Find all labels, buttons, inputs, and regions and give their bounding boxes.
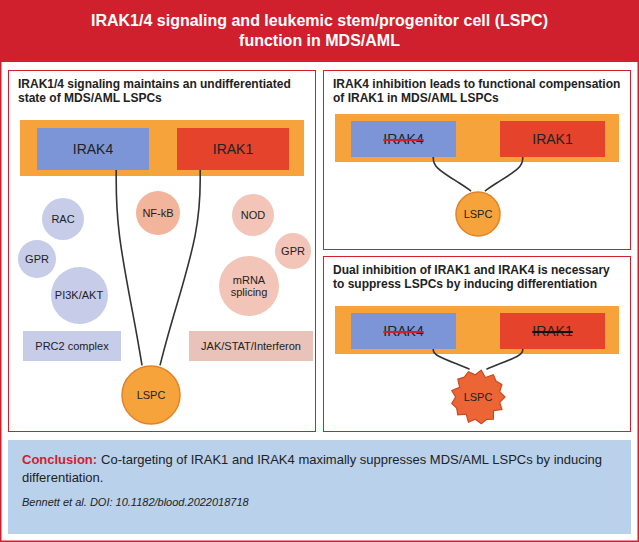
node-label: JAK/STAT/Interferon [201,340,301,352]
pathway-circle: mRNA splicing [218,255,280,317]
panel-heading: IRAK4 inhibition leads to functional com… [324,71,630,105]
cell-circle: LSPC [455,191,501,237]
citation: Bennett et al. DOI: 10.1182/blood.202201… [22,494,617,511]
node-label: LSPC [464,208,493,220]
kinase-box: IRAK4 [351,121,456,157]
membrane-bar [20,120,304,176]
circle-fill [275,233,311,269]
circle-fill [456,192,500,236]
cell-circle: LSPC [121,365,181,425]
pathway-circle: GPR [17,239,57,279]
kinase-box: IRAK1 [500,313,605,349]
pathway-circle: GPR [274,232,312,270]
circle-fill [232,194,274,236]
node-label: IRAK4 [73,141,113,157]
node-label: IRAK1 [532,323,572,339]
signal-connector [485,157,523,191]
differentiating-cell: LSPC [450,369,506,425]
circle-fill [51,267,108,324]
pathway-circle: NOD [231,193,275,237]
panel-heading: Dual inhibition of IRAK1 and IRAK4 is ne… [324,257,630,291]
conclusion-label: Conclusion: [22,452,97,467]
title-area: IRAK1/4 signaling and leukemic stem/prog… [0,0,639,62]
panel-heading: IRAK1/4 signaling maintains an undiffere… [9,71,315,105]
node-label: IRAK4 [383,131,423,147]
node-label: mRNA splicing [223,274,275,298]
circle-fill [122,366,180,424]
kinase-box: IRAK4 [351,313,456,349]
signal-connector [486,349,522,369]
node-label: GPR [25,253,49,265]
conclusion-text: Co-targeting of IRAK1 and IRAK4 maximall… [22,452,602,485]
node-label: RAC [51,213,74,225]
node-label: LSPC [464,391,493,403]
pathway-box: PRC2 complex [23,331,121,361]
pathway-box: JAK/STAT/Interferon [189,331,313,361]
membrane-bar [335,114,619,162]
circle-fill [219,256,279,316]
signal-connector [433,157,471,191]
pathway-circle: PI3K/AKT [50,266,109,325]
node-label: GPR [281,245,305,257]
summary-panel: IRAK4 IRAK1RAC NF-kB NOD GPR GPR PI3K/AKT mRNA … [8,70,316,432]
circle-fill [42,198,84,240]
node-label: PI3K/AKT [55,289,103,301]
title-bar [0,0,639,62]
node-label: NOD [241,209,265,221]
node-label: LSPC [137,389,166,401]
node-label: IRAK1 [213,141,253,157]
kinase-box: IRAK1 [500,121,605,157]
signal-connector [433,349,469,369]
node-label: PRC2 complex [35,340,108,352]
kinase-box: IRAK4 [37,128,149,170]
kinase-box: IRAK1 [177,128,289,170]
node-label: IRAK4 [383,323,423,339]
node-label: NF-kB [142,207,173,219]
circle-fill [136,191,180,235]
membrane-bar [335,306,619,354]
circle-fill [18,240,56,278]
title-text: IRAK1/4 signaling and leukemic stem/prog… [85,11,555,51]
pathway-circle: NF-kB [135,190,181,236]
node-label: IRAK1 [532,131,572,147]
conclusion-box: Conclusion:Co-targeting of IRAK1 and IRA… [8,440,631,534]
summary-panel: IRAK4 IRAK1LSPC Dual inhibition of IRAK1 a… [323,256,631,432]
pathway-circle: RAC [41,197,85,241]
summary-panel: IRAK4 IRAK1LSPC IRAK4 inhibition leads to … [323,70,631,250]
spiky-fill [452,370,505,424]
